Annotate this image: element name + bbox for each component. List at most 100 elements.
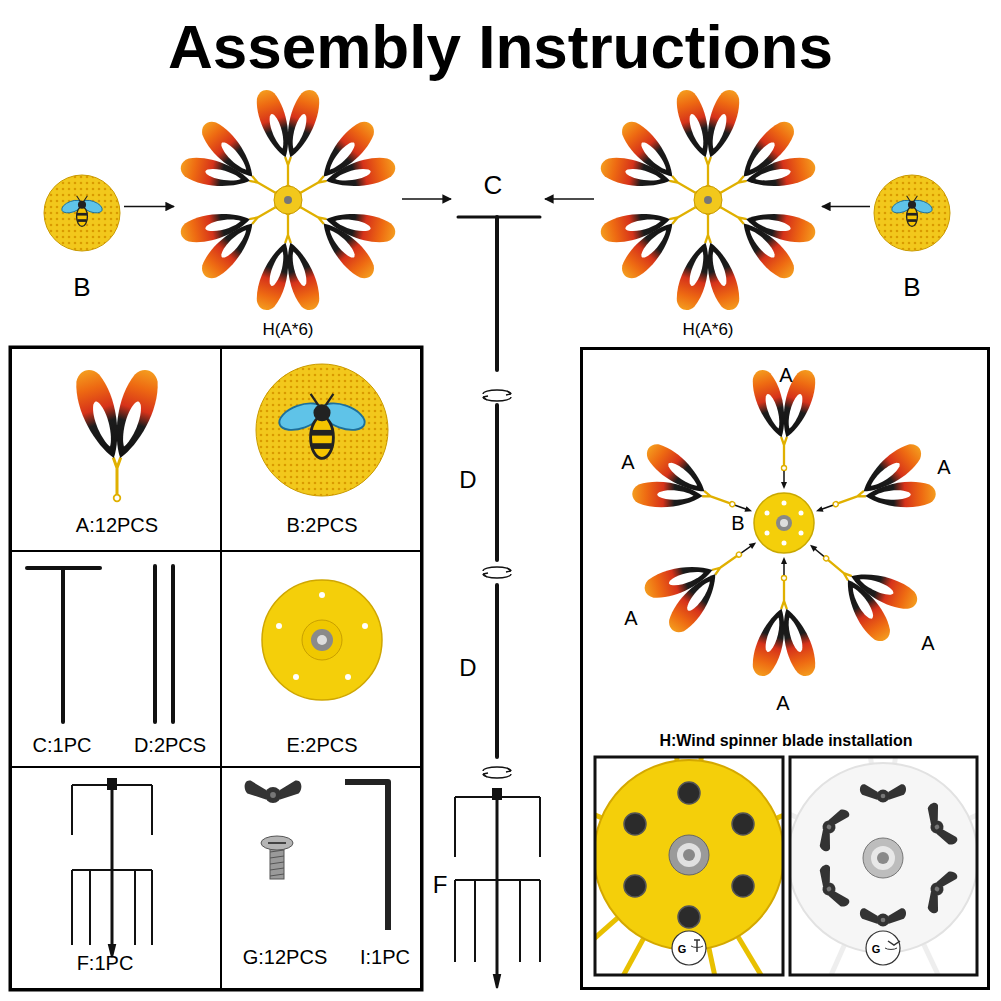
insert-arrow [781,471,787,489]
callout-letter: F [433,872,448,898]
ground-stake-part [72,869,152,871]
part-label: B:2PCS [286,514,357,536]
wing-nut-part [245,780,302,803]
photo-wing-nuts [920,866,959,915]
assembly-arrow [822,206,870,208]
hub-plate [362,623,368,629]
blade-pair [801,529,927,652]
insert-arrow [744,506,753,514]
spinner-flower [591,86,824,313]
fastener-icon [691,946,703,947]
twist-arrow [506,768,511,772]
spinner-flower [672,209,745,313]
insert-arrow [781,482,787,489]
rod-part [153,566,157,722]
spinner-flower [284,196,292,204]
hub-plate [765,511,770,516]
ground-stake [454,880,456,962]
photo-frame [595,757,783,975]
t-rod-part [27,568,100,722]
hub-plate [311,629,333,651]
twist-arrow [483,567,511,578]
spinner-flower [252,209,325,313]
part-cell: B:2PCS [220,347,422,552]
callout-letter: D [459,467,476,493]
spinner-node: H(A*6) [178,88,398,312]
photo-wing-nuts [790,763,977,953]
parts-table-frame [10,347,422,990]
twist-arrow [483,397,511,401]
insert-arrow [781,557,787,575]
photo-screws [677,843,701,867]
callout-letter: G [872,943,881,955]
photo-wing-nuts [812,863,851,912]
photo-wing-nuts [790,757,977,975]
hub-plate [782,501,787,506]
t-rod [458,217,540,370]
part-label: H(A*6) [262,321,313,340]
hub-plate [293,674,299,680]
photo-wing-nuts [920,801,959,850]
callout-letter: A [937,456,950,478]
hub-plate [799,511,804,516]
spinner-flower [704,196,712,204]
hub-plate [319,592,325,598]
screw-part [268,842,286,844]
hub-plate [262,580,382,700]
blade-pair [821,435,944,539]
blade-pair-part [70,366,165,502]
spinner-flower [171,86,404,313]
twist-arrow [506,568,511,572]
photo-wing-nuts [812,804,851,853]
insert-arrow [808,543,826,559]
ground-stake [474,880,476,962]
twist-arrow [483,767,511,771]
insert-arrow [815,549,824,557]
twist-arrow [506,391,511,395]
hub-plate [765,531,770,536]
insert-arrow [783,471,785,483]
insert-arrow [749,540,758,549]
ground-stake-part [71,870,73,945]
bee-disc [256,364,388,496]
screw-part [261,836,293,879]
twist-arrow [483,567,511,571]
bee-disc [44,175,120,251]
fastener-icon [888,941,900,945]
bee-disc [256,364,388,496]
photo-screws [624,875,646,897]
photo-screws [595,757,783,975]
assembly-arrow [124,206,174,208]
part-label: C:1PC [33,734,92,756]
callout-letter: G [678,943,687,955]
twist-arrow [483,390,511,394]
bee-disc [874,175,950,251]
ground-stake-part [89,870,91,945]
fastener-icon [866,931,900,965]
bee-disc [890,196,934,227]
ground-stake-part [71,785,73,835]
hub-node: B [754,493,814,553]
photo-screws [595,757,783,975]
spinner-flower [252,86,325,190]
part-label: B [73,273,90,302]
part-label: B [731,512,744,534]
bee-disc [874,175,950,251]
hub-plate [782,541,787,546]
callout-letter: A [624,607,637,629]
twist-arrow [483,767,511,778]
insert-arrow [822,505,833,509]
ground-stake-part [151,870,153,945]
part-label: H(A*6) [682,321,733,340]
callout-letter: A [621,451,634,473]
callout-letter: A [921,632,934,654]
part-label: B [903,273,920,302]
callout-letter: A [779,364,792,386]
hub-plate [302,620,342,660]
ground-stake [496,797,499,975]
fastener-icon [885,948,897,949]
callout-letter: A [776,692,789,714]
fastener-icon [672,931,706,965]
